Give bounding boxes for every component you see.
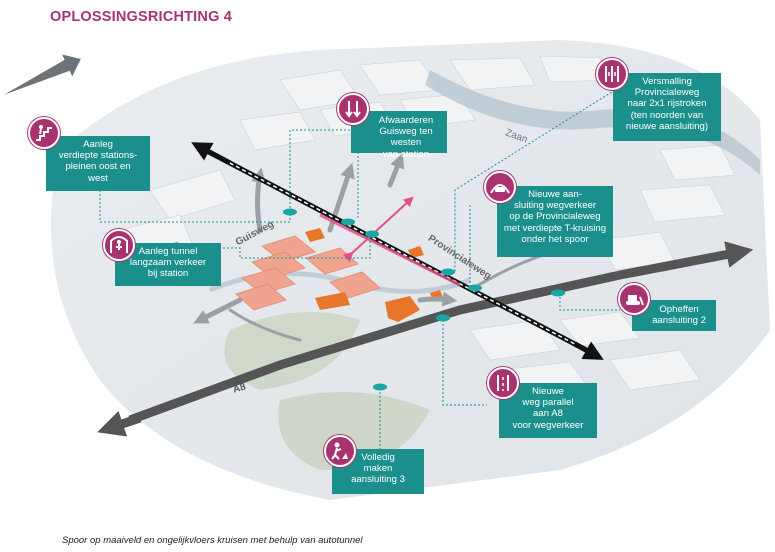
callout-line: Nieuwe aan- bbox=[528, 189, 582, 200]
callout-line: Afwaarderen bbox=[378, 115, 434, 126]
callout-line: Versmalling bbox=[642, 76, 692, 87]
compass-arrow bbox=[3, 54, 81, 95]
pink-crossing-arrow bbox=[342, 196, 414, 263]
stairs-down-person-icon bbox=[28, 117, 60, 149]
callout-stationspleinen: Aanleg verdiepte stations- pleinen oost … bbox=[46, 136, 150, 191]
callout-line: sluiting wegverkeer bbox=[513, 200, 597, 212]
callout-line: bij station bbox=[147, 268, 189, 280]
callout-line: van station bbox=[382, 148, 430, 160]
roadworks-icon bbox=[324, 435, 356, 467]
pedestrian-tunnel-icon bbox=[103, 229, 135, 261]
callout-line: maken bbox=[363, 463, 393, 475]
callout-line: langzaam verkeer bbox=[129, 257, 207, 269]
callout-guisweg: Afwaarderen Guisweg ten westen van stati… bbox=[351, 111, 447, 160]
callout-nieuwe-aansluiting: Nieuwe aan- sluiting wegverkeer op de Pr… bbox=[497, 186, 613, 257]
local-roads bbox=[162, 153, 562, 342]
parallel-road-icon bbox=[487, 367, 519, 399]
callout-line: aan A8 bbox=[533, 408, 563, 420]
callout-line: Provincialeweg bbox=[634, 87, 700, 99]
callout-versmalling: Versmalling Provincialeweg naar 2x1 rijs… bbox=[613, 73, 721, 141]
page-title: OPLOSSINGSRICHTING 4 bbox=[50, 9, 233, 25]
callout-line: voor wegverkeer bbox=[512, 419, 584, 431]
urban-blocks bbox=[119, 55, 736, 399]
callout-line: onder het spoor bbox=[521, 233, 589, 245]
callout-line: naar 2x1 rijstroken bbox=[627, 98, 707, 110]
callout-line: west bbox=[88, 172, 108, 184]
zaan-river bbox=[425, 70, 760, 175]
callout-line: Nieuwe bbox=[532, 386, 564, 397]
callout-line: Aanleg tunnel bbox=[138, 246, 198, 257]
downward-arrows-icon bbox=[337, 93, 369, 125]
callout-line: nieuwe aansluiting) bbox=[625, 120, 709, 132]
callout-line: aansluiting 3 bbox=[351, 474, 405, 486]
callout-line: aansluiting 2 bbox=[652, 315, 706, 327]
callout-line: (ten noorden van bbox=[630, 109, 704, 121]
callout-line: weg parallel bbox=[522, 397, 574, 409]
callout-line: verdiepte stations- bbox=[58, 150, 138, 162]
car-tunnel-icon bbox=[484, 171, 516, 203]
callout-line: op de Provincialeweg bbox=[509, 211, 601, 223]
callout-line: Aanleg bbox=[83, 139, 113, 150]
callout-line: Opheffen bbox=[659, 304, 699, 315]
a8-highway bbox=[97, 241, 754, 437]
callout-line: Guisweg ten westen bbox=[379, 126, 433, 149]
bulldozer-icon bbox=[618, 283, 650, 315]
a8-label-right: A8 bbox=[641, 263, 656, 278]
lane-reduction-icon bbox=[596, 58, 628, 90]
map-caption: Spoor op maaiveld en ongelijkvloers krui… bbox=[62, 535, 363, 546]
callout-line: Volledig bbox=[361, 452, 395, 463]
orange-buildings bbox=[305, 228, 443, 322]
callout-line: met verdiepte T-kruising bbox=[503, 222, 607, 234]
location-dots bbox=[283, 208, 565, 391]
callout-line: pleinen oost en bbox=[65, 161, 131, 173]
